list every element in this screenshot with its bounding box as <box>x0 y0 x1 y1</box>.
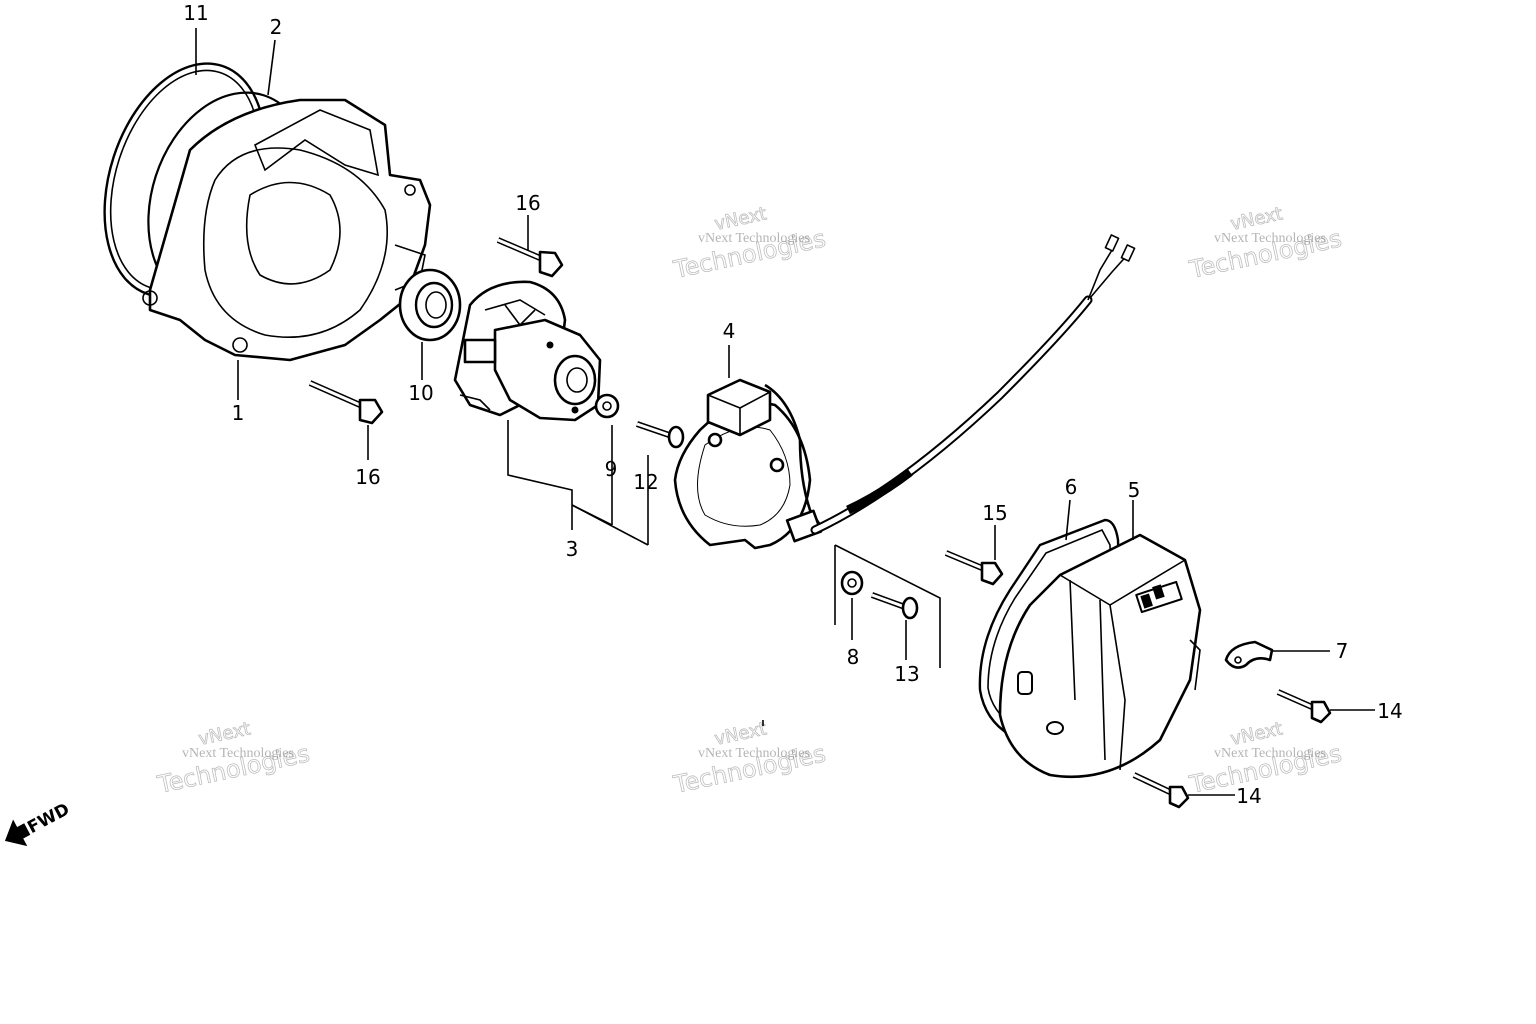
part-16-bolt-lower <box>308 380 384 425</box>
watermark-text: vNext Technologies <box>698 231 810 246</box>
part-9-washer <box>594 393 620 419</box>
part-13-screw <box>870 592 919 620</box>
callout-11: 11 <box>183 1 208 25</box>
callout-6: 6 <box>1065 475 1078 499</box>
callout-16-upper: 16 <box>515 191 540 215</box>
callout-5: 5 <box>1128 478 1141 502</box>
callout-16-lower: 16 <box>355 465 380 489</box>
callout-4: 4 <box>723 319 736 343</box>
callout-8: 8 <box>847 645 860 669</box>
callout-9: 9 <box>605 457 618 481</box>
callout-10: 10 <box>408 381 433 405</box>
part-4-pickup-plate <box>673 378 823 550</box>
watermark-text: vNext Technologies <box>1214 231 1326 246</box>
callout-12: 12 <box>633 470 658 494</box>
watermark-text: vNext Technologies <box>1214 746 1326 761</box>
callout-13: 13 <box>894 662 919 686</box>
watermark-text: vNext Technologies <box>182 746 294 761</box>
callout-14-upper: 14 <box>1377 699 1402 723</box>
callout-1: 1 <box>232 401 245 425</box>
callout-3: 3 <box>566 537 579 561</box>
part-5-cover <box>998 533 1202 779</box>
leader-lines <box>195 28 1375 796</box>
part-14-bolt-upper <box>1276 689 1332 724</box>
part-16-bolt-upper <box>496 237 564 278</box>
callout-2: 2 <box>270 15 283 39</box>
fwd-direction-indicator: FWD <box>4 800 73 847</box>
part-7-clamp <box>1224 640 1274 669</box>
part-10-oil-seal <box>398 268 462 342</box>
wire-harness <box>810 234 1136 535</box>
watermark-text: vNext Technologies <box>698 746 810 761</box>
part-3-stator-assembly <box>453 280 602 422</box>
part-1-housing <box>142 98 432 362</box>
callout-15: 15 <box>982 501 1007 525</box>
part-12-screw <box>636 421 685 449</box>
callout-14-lower: 14 <box>1236 784 1261 808</box>
part-15-screw <box>944 550 1004 586</box>
fwd-label: FWD <box>24 800 73 839</box>
callout-numbers: 11 2 1 10 16 16 3 9 12 4 8 13 15 6 5 7 1… <box>183 1 1402 808</box>
part-14-bolt-lower <box>1132 772 1190 809</box>
part-8-washer <box>840 570 864 596</box>
callout-7: 7 <box>1336 639 1349 663</box>
fwd-arrow-icon <box>4 819 31 847</box>
